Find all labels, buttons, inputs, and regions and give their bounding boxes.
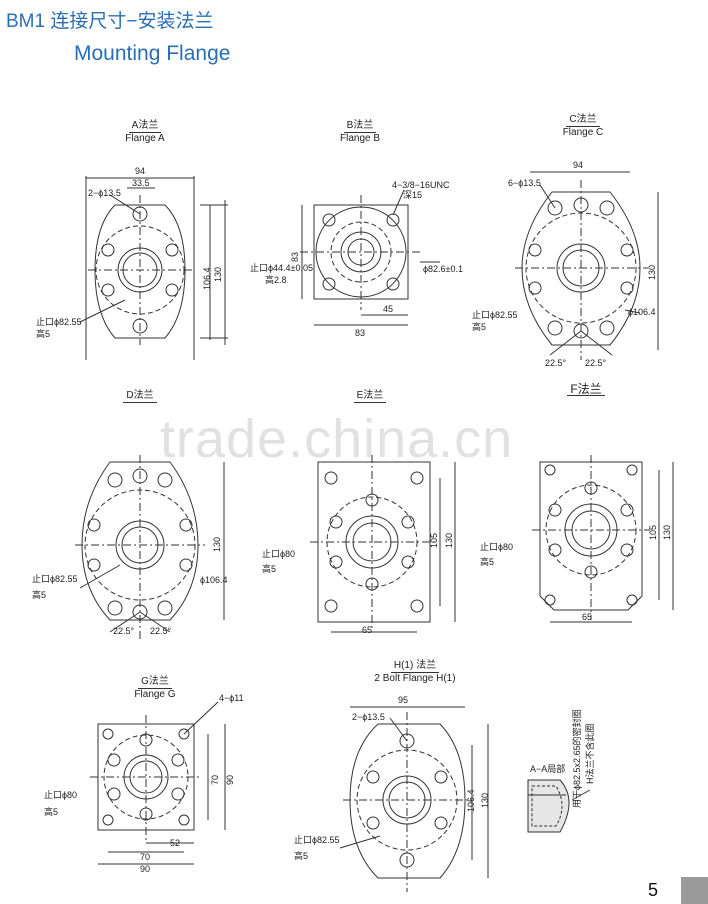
flange-e-spigot: 止口ϕ80 bbox=[262, 548, 295, 559]
flange-d-spigot: 止口ϕ82.55 bbox=[32, 573, 78, 584]
flange-g-drawing bbox=[90, 701, 226, 865]
flange-a-dim-106: 106.4 bbox=[202, 267, 212, 290]
flange-b-dim-83-h: 83 bbox=[355, 328, 365, 338]
detail-aa-title: A−A局部 bbox=[530, 763, 565, 774]
flange-e-drawing bbox=[310, 455, 456, 633]
flange-h-dim-106: 106.4 bbox=[466, 789, 476, 812]
flange-g-spigot: 止口ϕ80 bbox=[44, 789, 77, 800]
flange-a-dim-holes: 2−ϕ13.5 bbox=[88, 188, 121, 198]
flange-c-dim-130: 130 bbox=[647, 265, 657, 280]
flange-g-dim-90-v: 90 bbox=[225, 775, 235, 785]
detail-aa-drawing bbox=[527, 779, 591, 833]
flange-d-drawing bbox=[75, 455, 225, 640]
flange-g-dim-52: 52 bbox=[170, 838, 180, 848]
flange-b-thread: 4−3/8−16UNC bbox=[392, 180, 450, 190]
flange-f-dim-105: 105 bbox=[648, 525, 658, 540]
flange-d-dim-130: 130 bbox=[212, 537, 222, 552]
flange-c-dim-94: 94 bbox=[573, 160, 583, 170]
flange-f-caption: F法兰 bbox=[556, 383, 616, 396]
flange-d-height: 高5 bbox=[32, 589, 46, 600]
detail-aa-note-1: 用于ϕ82.5x2.65的密封圈 bbox=[571, 709, 582, 808]
flange-g-holes: 4−ϕ11 bbox=[219, 693, 244, 703]
flange-a-dim-94: 94 bbox=[135, 166, 145, 176]
flange-b-dim-45: 45 bbox=[383, 304, 393, 314]
detail-aa-note-2: H法兰不含此圈 bbox=[584, 724, 595, 785]
flange-e-dim-130: 130 bbox=[444, 533, 454, 548]
flange-e-dim-65: 65 bbox=[362, 625, 372, 635]
flange-g-dim-70-v: 70 bbox=[210, 775, 220, 785]
flange-e-dim-105: 105 bbox=[429, 533, 439, 548]
flange-g-dim-90-h: 90 bbox=[140, 864, 150, 874]
flange-d-caption: D法兰 bbox=[110, 390, 170, 403]
flange-e-caption: E法兰 bbox=[340, 390, 400, 403]
flange-f-drawing bbox=[532, 455, 674, 623]
flange-d-angle-1: 22.5° bbox=[113, 626, 135, 636]
watermark: trade.china.cn bbox=[160, 409, 514, 469]
flange-c-angle-1: 22.5° bbox=[545, 358, 567, 368]
flange-e-height: 高5 bbox=[262, 563, 276, 574]
flange-a-drawing bbox=[79, 176, 228, 360]
flange-b-height: 高2.8 bbox=[265, 274, 287, 285]
flange-c-spigot: 止口ϕ82.55 bbox=[472, 309, 518, 320]
flange-b-spigot: 止口ϕ44.4±0.05 bbox=[250, 262, 313, 273]
flange-h-dim-95: 95 bbox=[398, 695, 408, 705]
flange-h-dim-130: 130 bbox=[480, 793, 490, 808]
flange-h-holes: 2−ϕ13.5 bbox=[352, 712, 385, 722]
page-title-en: Mounting Flange bbox=[74, 42, 231, 65]
flange-a-spigot: 止口ϕ82.55 bbox=[36, 316, 82, 327]
flange-h-height: 高5 bbox=[294, 850, 308, 861]
flange-a-dim-33: 33.5 bbox=[132, 178, 150, 188]
flange-d-angle-2: 22.5° bbox=[150, 626, 172, 636]
flange-c-bolt-circle: ϕ106.4 bbox=[628, 307, 656, 317]
flange-h-spigot: 止口ϕ82.55 bbox=[294, 834, 340, 845]
flange-f-dim-65: 65 bbox=[582, 612, 592, 622]
flange-b-depth: 深15 bbox=[403, 190, 422, 200]
flange-d-bolt-circle: ϕ106.4 bbox=[200, 575, 228, 585]
flange-b-dim-83-v: 83 bbox=[290, 252, 300, 262]
flange-c-angle-2: 22.5° bbox=[585, 358, 607, 368]
flange-c-drawing bbox=[515, 171, 659, 360]
flange-h-drawing bbox=[339, 706, 489, 892]
flange-c-height: 高5 bbox=[472, 321, 486, 332]
flange-a-dim-130: 130 bbox=[213, 267, 223, 282]
page-tab bbox=[681, 877, 708, 904]
flange-g-dim-70-h: 70 bbox=[140, 852, 150, 862]
flange-b-drawing bbox=[300, 189, 440, 326]
flange-f-height: 高5 bbox=[480, 556, 494, 567]
page-number: 5 bbox=[648, 880, 659, 900]
flange-c-holes: 6−ϕ13.5 bbox=[508, 178, 541, 188]
flange-g-height: 高5 bbox=[44, 806, 58, 817]
flange-b-bolt-circle: ϕ82.6±0.1 bbox=[423, 264, 463, 274]
flange-f-dim-130: 130 bbox=[662, 525, 672, 540]
flange-a-height: 高5 bbox=[36, 328, 50, 339]
flange-f-spigot: 止口ϕ80 bbox=[480, 541, 513, 552]
page-title-cn: BM1 连接尺寸−安装法兰 bbox=[6, 11, 214, 32]
